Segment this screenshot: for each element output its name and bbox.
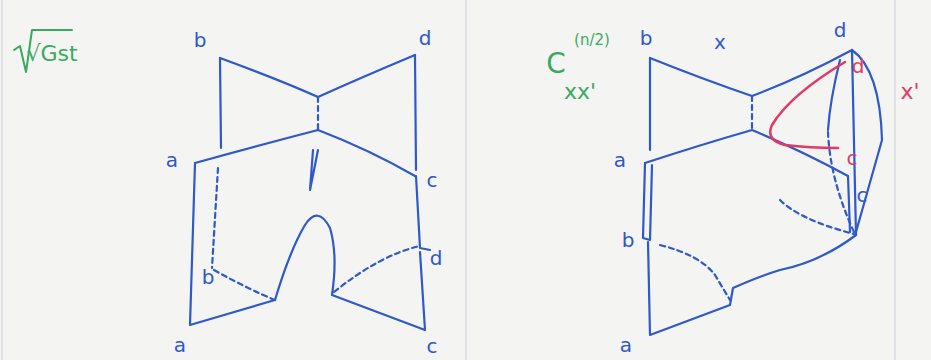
boundary-label: c (427, 336, 438, 356)
formula-label: C (546, 50, 566, 78)
boundary-label: d (834, 20, 847, 40)
boundary-label: c (857, 185, 868, 205)
boundary-label: d (852, 56, 865, 76)
boundary-label: c (427, 170, 438, 190)
boundary-label: c (847, 148, 858, 168)
boundary-label: a (614, 150, 626, 170)
boundary-label: b (640, 28, 653, 48)
formula-label: xx' (564, 81, 596, 103)
boundary-label: b (622, 230, 635, 250)
boundary-label: a (166, 150, 178, 170)
formula-label: √Gst (26, 43, 77, 65)
surface-label: x (714, 32, 726, 52)
surface-label: x' (900, 81, 919, 103)
boundary-label: d (430, 248, 443, 268)
boundary-label: a (620, 335, 632, 355)
boundary-label: b (194, 30, 207, 50)
boundary-label: a (174, 335, 186, 355)
boundary-label: d (419, 28, 432, 48)
boundary-label: b (202, 267, 215, 287)
formula-label: (n/2) (574, 33, 610, 48)
